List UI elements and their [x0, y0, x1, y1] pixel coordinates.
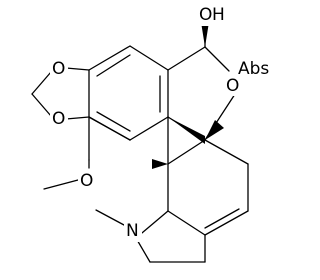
- ring-oxygen: O: [224, 74, 242, 96]
- molecule-structure: O H O Abs O O O N: [31, 4, 272, 263]
- dioxole-oxygen-top: O: [50, 58, 68, 80]
- bonds: [31, 21, 249, 263]
- wedge-bond: [168, 117, 205, 144]
- atom-label: O: [199, 5, 212, 25]
- atom-label: O: [52, 109, 65, 129]
- atom-label: N: [126, 221, 139, 241]
- atom-labels: O H O Abs O O O N: [50, 4, 272, 242]
- wedge-bond: [201, 22, 209, 47]
- bond: [43, 179, 79, 190]
- bond: [65, 116, 90, 120]
- atom-label: O: [52, 59, 65, 79]
- bond: [95, 209, 125, 226]
- stereo-label: Abs: [238, 59, 269, 79]
- bond: [204, 139, 249, 165]
- bond: [167, 46, 206, 71]
- bond: [65, 67, 90, 71]
- bond: [204, 46, 230, 72]
- pyrrolidine-nitrogen: N: [124, 220, 142, 242]
- dioxole-oxygen-bottom: O: [50, 108, 68, 130]
- bond: [129, 116, 169, 141]
- bond: [129, 45, 169, 71]
- wedge-bonds: [152, 22, 224, 169]
- wedge-bond: [152, 159, 168, 169]
- hydroxyl-group: O H: [198, 4, 228, 26]
- methoxy-oxygen: O: [78, 170, 96, 192]
- atom-label: O: [226, 76, 239, 96]
- bond: [96, 111, 131, 132]
- bond: [167, 210, 206, 236]
- bond: [88, 45, 131, 71]
- bond: [167, 139, 206, 165]
- atom-label: H: [212, 5, 225, 25]
- bond: [96, 54, 131, 77]
- bond: [88, 116, 131, 141]
- bond: [31, 93, 52, 117]
- bond: [31, 71, 52, 95]
- bond: [204, 210, 249, 236]
- wedge-bond: [205, 120, 224, 140]
- abs-label-group: Abs: [236, 58, 272, 79]
- atom-label: O: [80, 171, 93, 191]
- bond: [204, 208, 240, 229]
